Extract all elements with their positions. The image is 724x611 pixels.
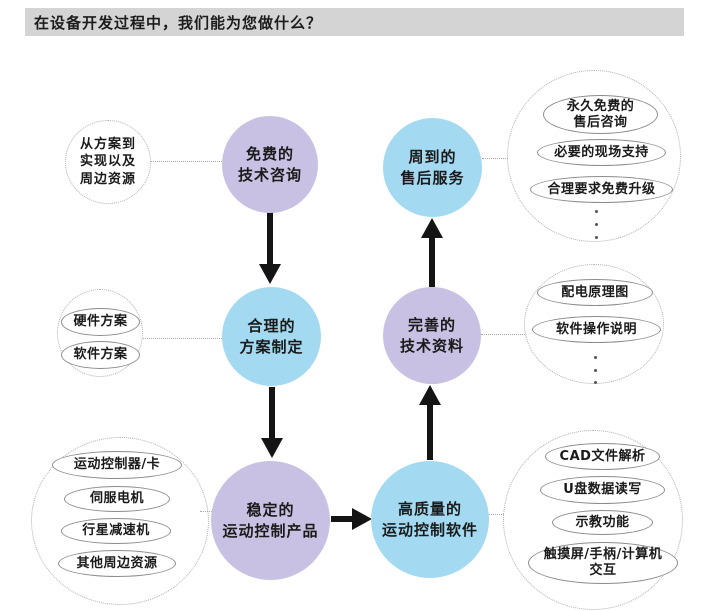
ellipse-onsite-support: 必要的现场支持: [537, 139, 666, 166]
arrow-software-to-docs-head: [419, 385, 441, 405]
connector-left-mid: [143, 338, 222, 339]
ellipse-label: 售后咨询: [573, 114, 628, 130]
ellipse-label: 硬件方案: [73, 314, 128, 330]
group-right-mid: 配电原理图 软件操作说明: [524, 264, 664, 384]
node-label-line: 运动控制软件: [381, 520, 478, 539]
node-technical-docs: 完善的 技术资料: [383, 287, 481, 384]
group-right-top: 永久免费的 售后咨询 必要的现场支持 合理要求免费升级: [507, 70, 681, 242]
ellipse-teach-function: 示教功能: [552, 510, 653, 535]
arrow-plan-to-products-head: [261, 438, 283, 458]
node-motion-software: 高质量的 运动控制软件: [371, 461, 489, 578]
node-label-line: 周到的: [408, 148, 457, 167]
arrow-consult-to-plan-head: [259, 264, 281, 284]
connector-right-bottom: [489, 514, 504, 515]
ellipse-label: U盘数据读写: [563, 482, 642, 498]
group-left-bottom: 运动控制器/卡 伺服电机 行星减速机 其他周边资源: [31, 437, 209, 605]
node-label-line: 运动控制产品: [222, 521, 319, 540]
title-bar: 在设备开发过程中，我们能为您做什么？: [25, 8, 684, 36]
ellipse-label: 行星减速机: [82, 523, 150, 539]
ellipse-power-schematic: 配电原理图: [537, 279, 653, 306]
node-after-sale-service: 周到的 售后服务: [383, 118, 482, 217]
connector-right-top: [482, 158, 508, 159]
node-label-line: 合理的: [247, 317, 296, 336]
ellipse-touchscreen-interaction: 触摸屏/手柄/计算机 交互: [528, 542, 678, 584]
ellipse-usb-data: U盘数据读写: [540, 476, 665, 504]
node-label-line: 技术咨询: [237, 165, 302, 184]
node-label-line: 免费的: [245, 145, 294, 164]
ellipse-free-aftersale-consult: 永久免费的 售后咨询: [543, 95, 658, 134]
group-right-bottom: CAD文件解析 U盘数据读写 示教功能 触摸屏/手柄/计算机 交互: [503, 430, 683, 610]
node-label-line: 方案制定: [239, 337, 304, 356]
arrow-consult-to-plan-line: [267, 212, 273, 265]
ellipse-servo-motor: 伺服电机: [64, 486, 170, 512]
page-title: 在设备开发过程中，我们能为您做什么？: [34, 13, 323, 32]
ellipse-label: 伺服电机: [89, 491, 144, 507]
ellipse-other-resources: 其他周边资源: [58, 550, 176, 577]
ellipse-motion-controller: 运动控制器/卡: [52, 451, 182, 479]
node-label-line: 高质量的: [397, 500, 462, 519]
ellipse-software-plan: 软件方案: [61, 341, 140, 369]
arrow-products-to-software-head: [352, 508, 372, 530]
group-label-line: 从方案到: [79, 136, 136, 152]
group-label-line: 周边资源: [79, 171, 136, 187]
node-label-line: 完善的: [407, 316, 456, 335]
ellipse-software-manual: 软件操作说明: [532, 316, 661, 343]
group-label-line: 实现以及: [79, 154, 136, 170]
ellipse-label: 配电原理图: [561, 284, 629, 300]
group-left-top-label: 从方案到 实现以及 周边资源: [66, 121, 150, 203]
arrow-software-to-docs-line: [427, 404, 433, 460]
ellipse-planetary-reducer: 行星减速机: [61, 518, 171, 544]
arrow-docs-to-aftersale-head: [421, 218, 443, 238]
connector-right-mid: [481, 334, 525, 335]
ellipse-label: CAD文件解析: [559, 448, 646, 464]
ellipse-label: 合理要求免费升级: [547, 181, 656, 197]
group-left-top: 从方案到 实现以及 周边资源: [65, 120, 151, 204]
ellipse-hardware-plan: 硬件方案: [61, 308, 140, 336]
ellipse-label: 永久免费的: [566, 98, 635, 114]
arrow-docs-to-aftersale-line: [429, 237, 435, 287]
group-left-mid: 硬件方案 软件方案: [57, 289, 143, 377]
node-label-line: 稳定的: [246, 501, 295, 520]
ellipse-free-upgrade: 合理要求免费升级: [530, 176, 673, 203]
arrow-plan-to-products-line: [269, 387, 275, 439]
node-plan-making: 合理的 方案制定: [222, 287, 321, 386]
node-label-line: 售后服务: [400, 168, 465, 187]
ellipse-label: 软件操作说明: [555, 321, 637, 337]
ellipse-label: 交互: [589, 563, 617, 578]
ellipse-label: 软件方案: [73, 347, 128, 363]
node-motion-products: 稳定的 运动控制产品: [211, 461, 330, 580]
ellipse-label: 必要的现场支持: [554, 144, 649, 160]
ellipse-cad-parsing: CAD文件解析: [545, 443, 660, 470]
ellipse-label: 运动控制器/卡: [73, 457, 161, 473]
connector-left-top: [151, 161, 222, 162]
ellipse-label: 其他周边资源: [76, 555, 158, 571]
node-free-consultation: 免费的 技术咨询: [222, 116, 318, 213]
arrow-products-to-software-line: [331, 516, 353, 522]
ellipse-label: 示教功能: [575, 514, 630, 530]
node-label-line: 技术资料: [399, 336, 464, 355]
ellipse-label: 触摸屏/手柄/计算机: [543, 547, 663, 563]
